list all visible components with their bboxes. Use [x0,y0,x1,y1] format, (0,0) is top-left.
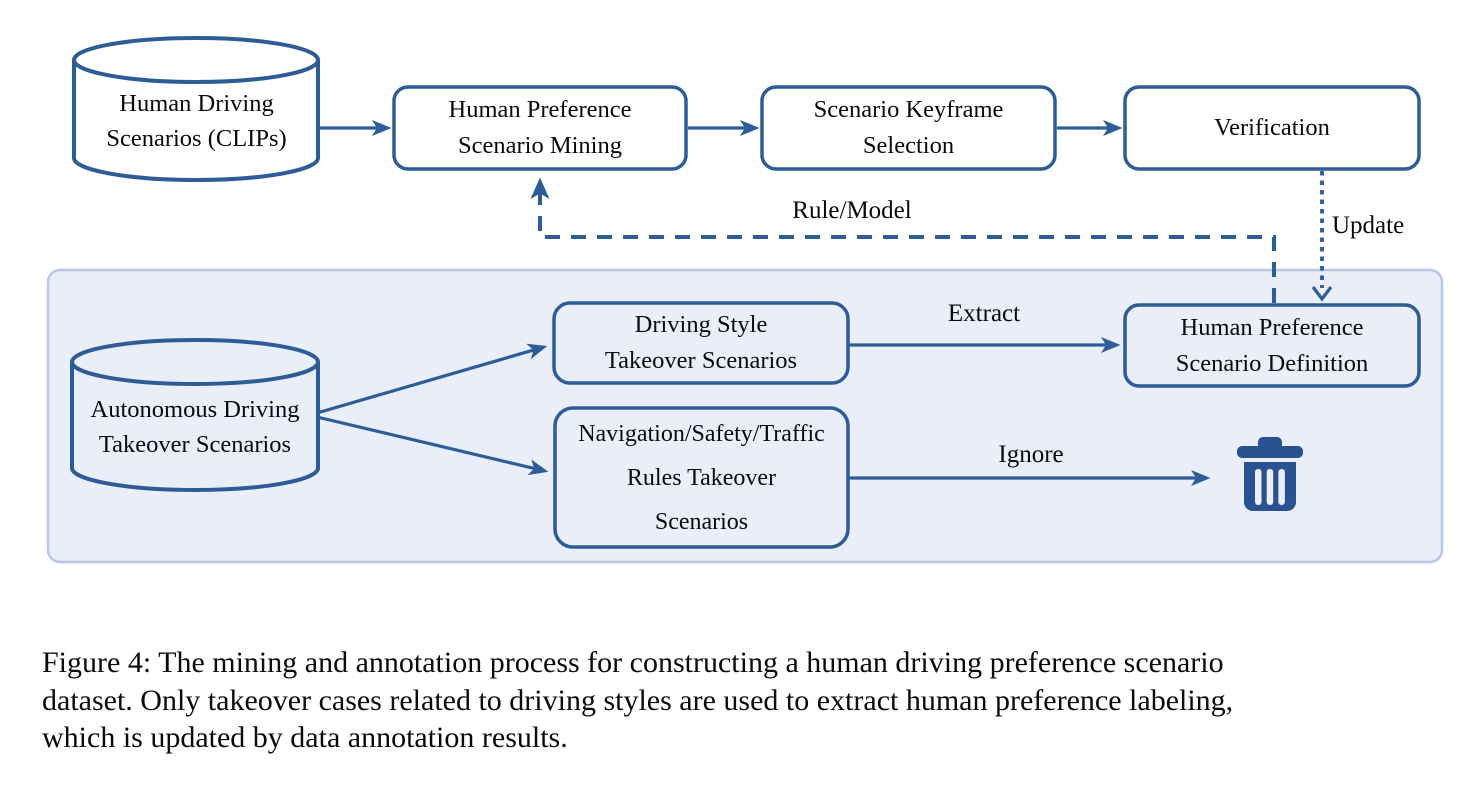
label-keyframe-selection: Scenario Keyframe Selection [813,96,1004,159]
caption-line-3: which is updated by data annotation resu… [42,721,568,754]
autonomous-takeover-cylinder [70,338,320,492]
label-nav-safety-traffic: Navigation/Safety/Traffic Rules Takeover… [578,420,825,535]
edge-label-update: Update [1332,212,1405,239]
arrow-takeover-to-nav-safety [316,415,549,476]
verification-box [1123,85,1421,171]
label-autonomous-takeover: Autonomous Driving Takeover Scenarios [90,396,300,458]
scenario-definition-box [1123,303,1421,388]
dashed-feedback-arrow-rule-model [530,177,1276,303]
dotted-update-arrowhead [1311,286,1333,302]
edge-label-extract: Extract [947,300,1021,327]
caption-line-2: dataset. Only takeover cases related to … [42,683,1234,717]
edge-label-ignore: Ignore [998,441,1064,468]
scenario-mining-box [392,85,688,171]
label-scenario-mining: Human Preference Scenario Mining [448,96,632,159]
caption-line-1: Figure 4: The mining and annotation proc… [42,646,1224,679]
figure-caption: Figure 4: The mining and annotation proc… [42,644,1446,757]
edge-label-rule-model: Rule/Model [792,197,912,224]
driving-style-box [552,301,850,385]
label-verification: Verification [1214,114,1330,141]
trash-icon [1237,437,1303,511]
label-scenario-definition: Human Preference Scenario Definition [1175,313,1369,377]
arrow-takeover-to-driving-style [316,343,548,415]
label-driving-style: Driving Style Takeover Scenarios [604,311,798,374]
label-human-driving-scenarios: Human Driving Scenarios (CLIPs) [106,90,287,152]
human-driving-scenarios-cylinder [72,36,320,182]
keyframe-selection-box [760,85,1057,171]
